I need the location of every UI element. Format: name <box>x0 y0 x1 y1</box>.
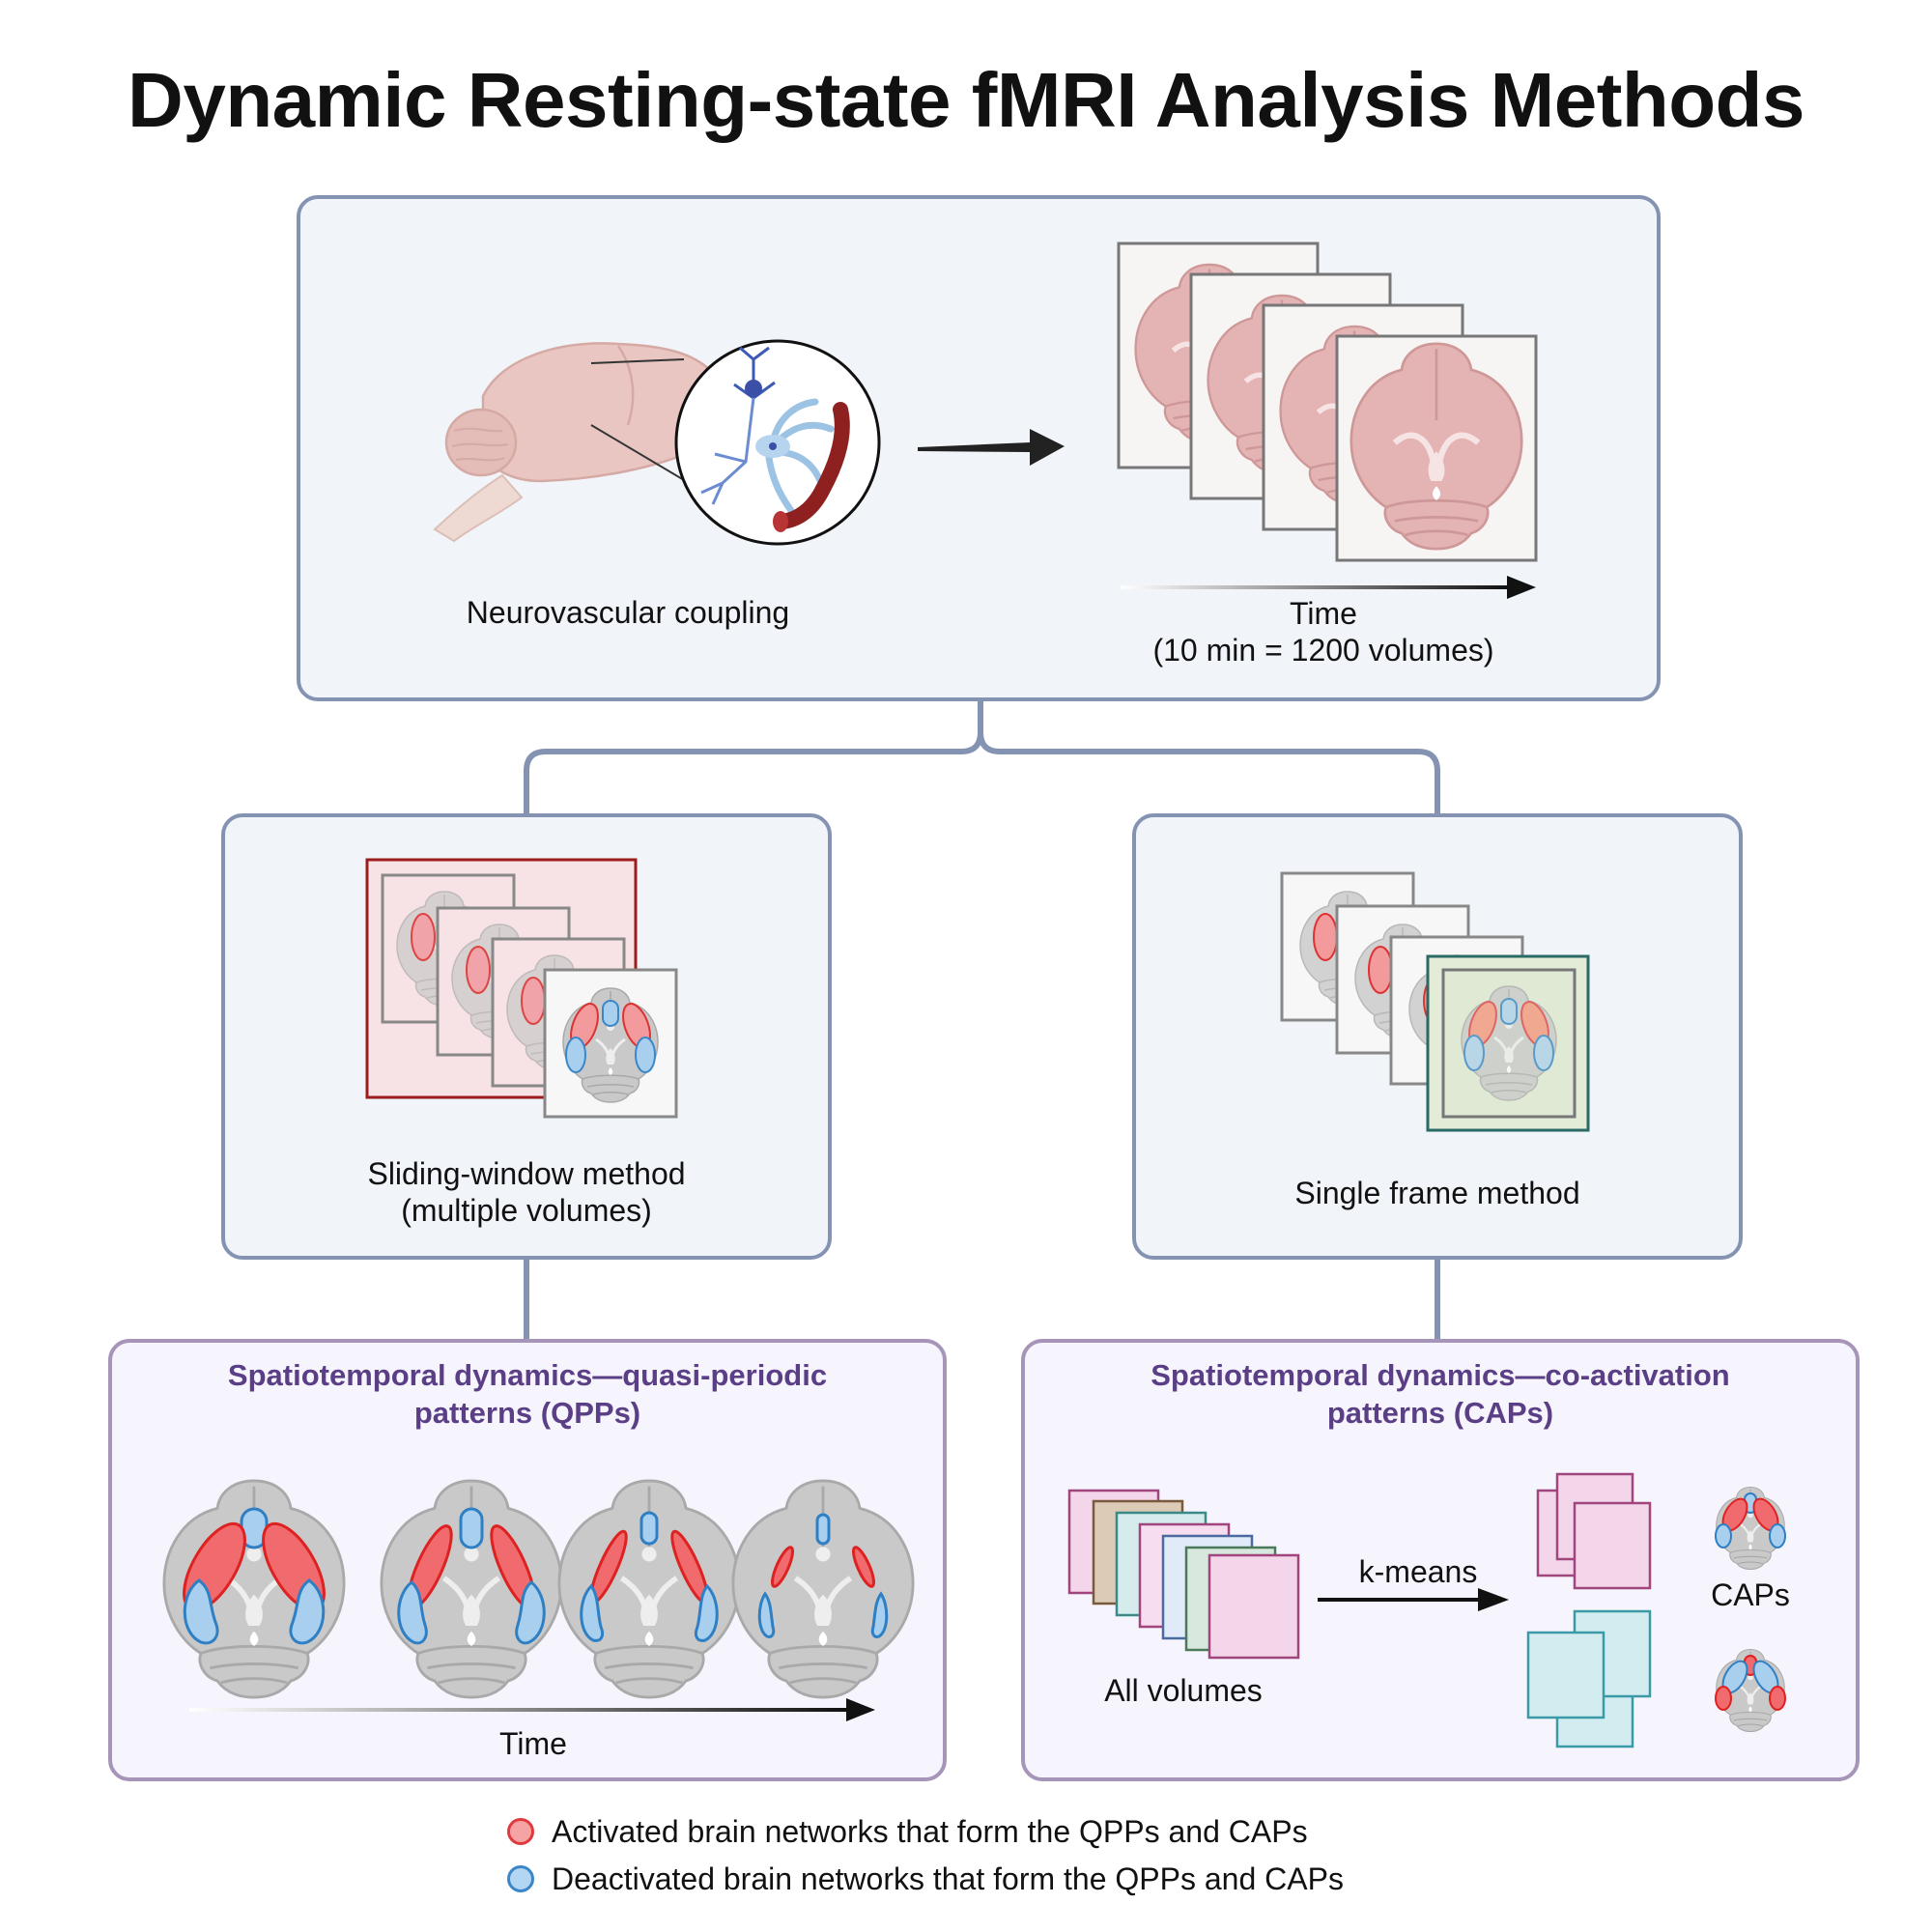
qpp-time-arrow <box>189 1708 846 1712</box>
legend-activated: Activated brain networks that form the Q… <box>507 1812 1308 1851</box>
single-frame-illustration <box>1280 871 1590 1132</box>
qpp-title: Spatiotemporal dynamics—quasi-periodic <box>227 1358 828 1392</box>
sliding-window-illustration <box>365 858 678 1119</box>
caps-label: CAPs <box>1711 1577 1790 1612</box>
qpp-title-line2: patterns (QPPs) <box>413 1396 641 1430</box>
arrow-icon <box>918 429 1065 466</box>
connector-left <box>524 701 983 813</box>
neurovascular-coupling-label: Neurovascular coupling <box>466 595 790 630</box>
fmri-volume-stack <box>1117 242 1538 562</box>
cluster-pink <box>1536 1472 1652 1590</box>
qpp-time-label: Time <box>499 1726 567 1761</box>
cap-title-line2: patterns (CAPs) <box>1326 1396 1554 1430</box>
qpp-brain-1 <box>164 1481 344 1697</box>
page-title: Dynamic Resting-state fMRI Analysis Meth… <box>128 57 1804 143</box>
time-label: Time <box>1290 596 1357 631</box>
sliding-window-label: Sliding-window method <box>367 1156 686 1191</box>
cluster-teal <box>1526 1609 1652 1748</box>
deactivated-dot-icon <box>507 1865 534 1892</box>
legend-activated-text: Activated brain networks that form the Q… <box>552 1813 1308 1849</box>
time-sub-label: (10 min = 1200 volumes) <box>1152 633 1494 668</box>
all-volumes-label: All volumes <box>1104 1673 1263 1708</box>
legend-deactivated: Deactivated brain networks that form the… <box>507 1860 1344 1898</box>
qpp-brain-4 <box>733 1481 913 1697</box>
legend-deactivated-text: Deactivated brain networks that form the… <box>552 1861 1344 1896</box>
kmeans-label: k-means <box>1358 1554 1478 1589</box>
cap-brain-2 <box>1715 1648 1786 1733</box>
cap-title: Spatiotemporal dynamics—co-activation <box>1151 1358 1730 1392</box>
connector-right <box>978 731 1440 813</box>
sliding-window-sub-label: (multiple volumes) <box>401 1193 652 1228</box>
single-frame-label: Single frame method <box>1294 1176 1580 1210</box>
qpp-brain-3 <box>559 1481 739 1697</box>
time-arrow <box>1121 585 1507 589</box>
activated-dot-icon <box>507 1818 534 1845</box>
qpp-brain-2 <box>382 1481 561 1697</box>
all-volumes-stack <box>1067 1489 1300 1660</box>
neuron-magnifier <box>674 339 881 546</box>
cap-brain-1 <box>1715 1486 1786 1571</box>
